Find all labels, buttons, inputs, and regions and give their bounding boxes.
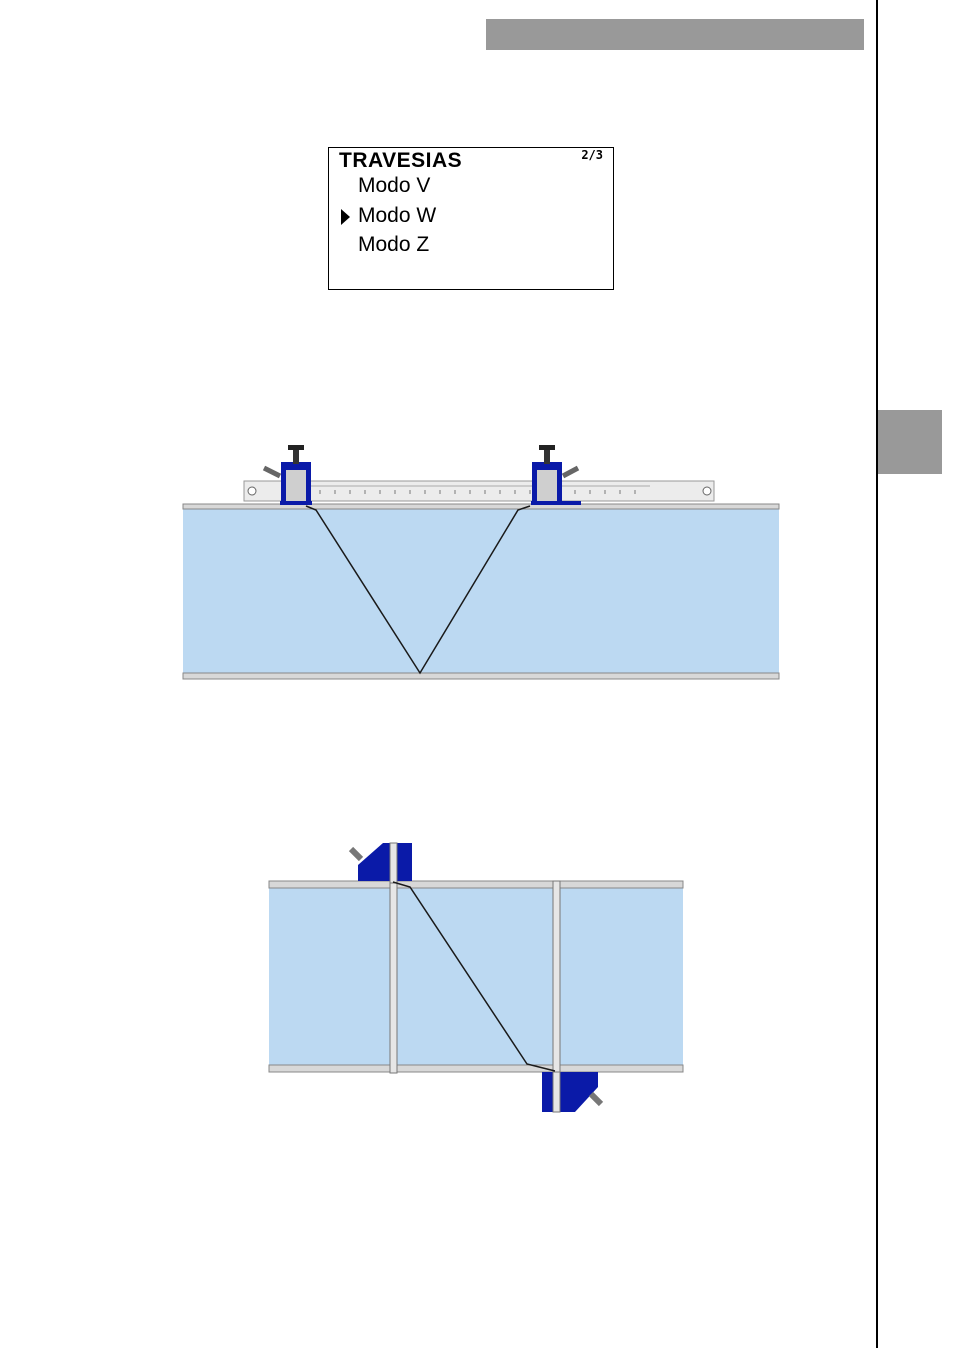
pipe-top-wall [268, 880, 684, 889]
transducer-icon [542, 1072, 604, 1112]
cursor-triangle-icon [341, 209, 350, 225]
lcd-page-indicator: 2/3 [581, 148, 603, 162]
pipe-top-wall [182, 503, 780, 510]
pipe-body [183, 508, 779, 676]
header-bar [486, 19, 864, 50]
transducer-icon [531, 445, 581, 505]
rail-screw-right [702, 486, 712, 496]
z-mode-figure [268, 842, 684, 1113]
transducer-icon [348, 843, 412, 881]
signal-path-v [305, 505, 531, 675]
measuring-rail [243, 480, 715, 502]
pipe-body [269, 887, 683, 1067]
lcd-title: TRAVESIAS [339, 149, 463, 172]
page-edge-rule [876, 0, 878, 1348]
chapter-tab [878, 410, 942, 474]
signal-path-z [392, 881, 556, 1072]
pipe-bottom-wall [268, 1064, 684, 1073]
rail-screw-left [247, 486, 257, 496]
lcd-display: TRAVESIAS 2/3 Modo V Modo W Modo Z [328, 147, 614, 290]
menu-item-modo-v[interactable]: Modo V [358, 174, 431, 197]
pipe-bottom-wall [182, 672, 780, 680]
menu-item-modo-z[interactable]: Modo Z [358, 233, 430, 256]
v-mode-figure [182, 445, 780, 680]
transducer-icon [262, 445, 312, 505]
menu-item-modo-w[interactable]: Modo W [358, 204, 437, 227]
